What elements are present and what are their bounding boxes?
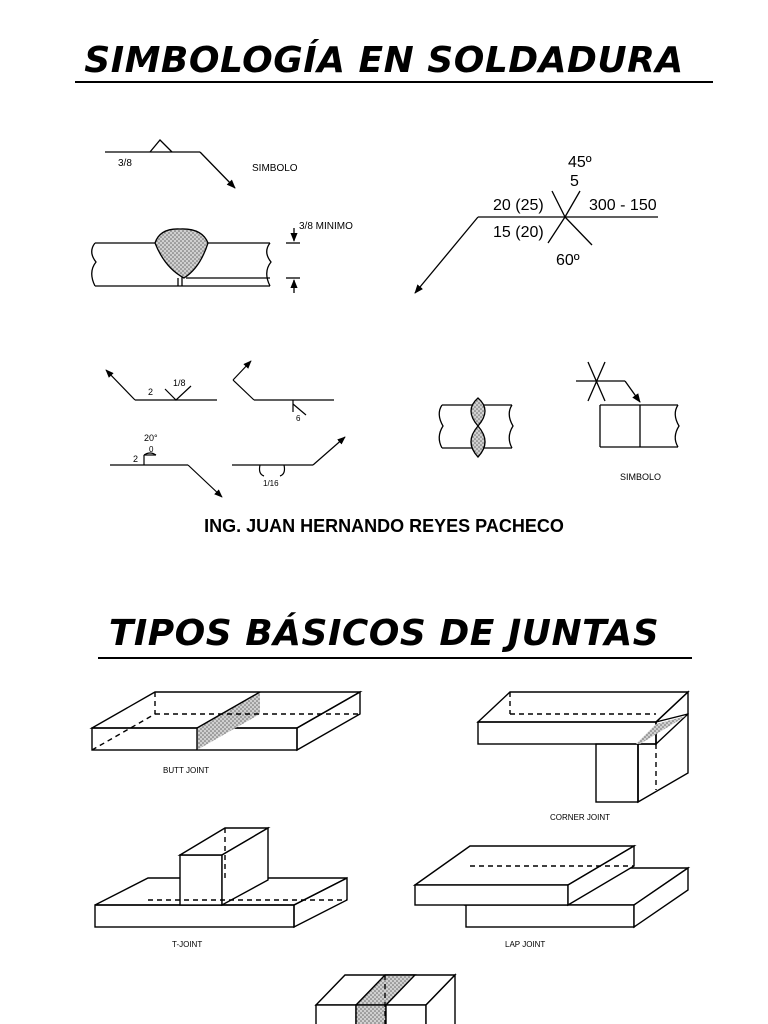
t-joint-drawing: T-JOINT	[94, 826, 348, 949]
symbol-small-label: SIMBOLO	[620, 472, 661, 482]
svg-text:1/16: 1/16	[263, 479, 279, 488]
svg-text:1/8: 1/8	[173, 378, 186, 388]
symbol-plate-example: SIMBOLO	[576, 361, 680, 482]
double-bead-weld	[438, 397, 514, 458]
length-pitch-label: 300 - 150	[589, 197, 657, 214]
title-underline	[75, 81, 713, 83]
symbol-label: SIMBOLO	[252, 163, 298, 174]
svg-text:6: 6	[296, 414, 301, 423]
angle-top-label: 45º	[568, 154, 592, 171]
butt-joint-label: BUTT JOINT	[163, 766, 209, 775]
svg-text:0: 0	[149, 445, 154, 454]
lap-joint-drawing: LAP JOINT	[412, 844, 691, 949]
weld-symbol-examples: 2 1/8 6 20° 0 2 1/16	[105, 360, 346, 498]
corner-joint-label: CORNER JOINT	[550, 813, 610, 822]
svg-text:2: 2	[133, 454, 138, 464]
butt-joint-drawing: BUTT JOINT	[89, 690, 363, 775]
size-label: 3/8	[118, 158, 132, 169]
lap-joint-label: LAP JOINT	[505, 940, 545, 949]
weld-symbol-diagram-1: 3/8 SIMBOLO 3/8 MINIMO	[91, 139, 353, 293]
weld-symbol-diagram-2: 45º 5 20 (25) 300 - 150 15 (20) 60º	[414, 154, 658, 294]
corner-joint-drawing: CORNER JOINT	[476, 690, 690, 822]
section-title: TIPOS BÁSICOS DE JUNTAS	[108, 613, 660, 654]
author-name: ING. JUAN HERNANDO REYES PACHECO	[204, 516, 564, 536]
size-bottom-label: 15 (20)	[493, 224, 544, 241]
angle-bottom-label: 60º	[556, 252, 580, 269]
edge-joint-drawing	[314, 973, 457, 1024]
t-joint-label: T-JOINT	[172, 940, 202, 949]
section-title-underline	[98, 657, 692, 659]
svg-text:20°: 20°	[144, 433, 158, 443]
min-label: 3/8 MINIMO	[299, 221, 353, 232]
depth-top-label: 5	[570, 173, 579, 190]
page-title: SIMBOLOGÍA EN SOLDADURA	[84, 40, 684, 81]
size-top-label: 20 (25)	[493, 197, 544, 214]
svg-text:2: 2	[148, 387, 153, 397]
